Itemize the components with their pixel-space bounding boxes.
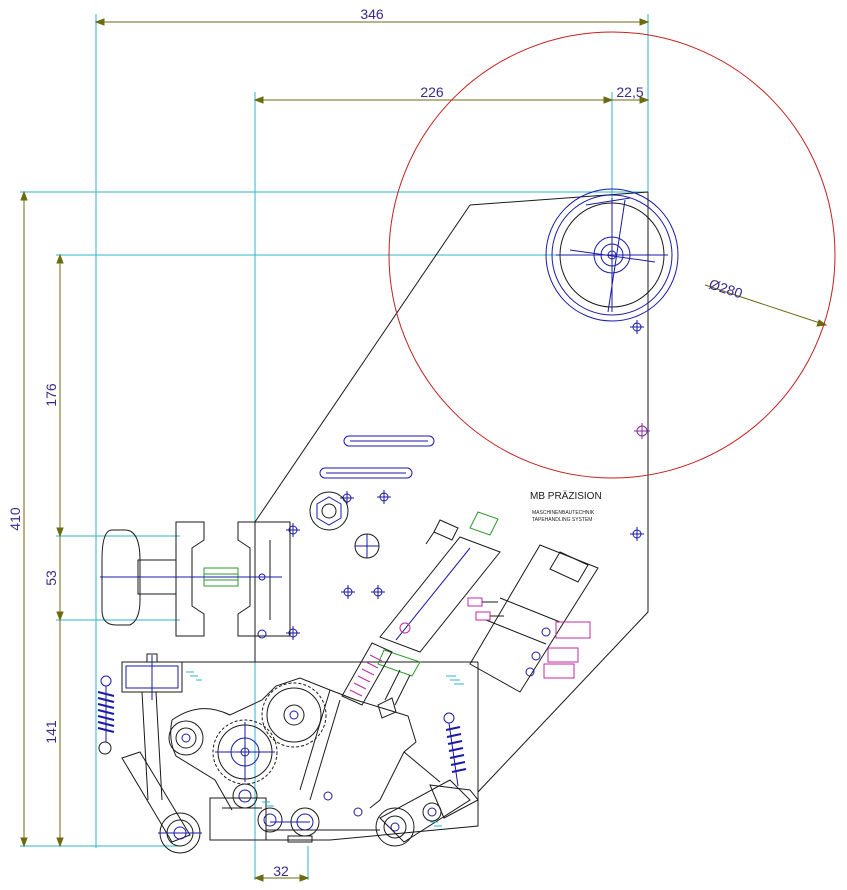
dim-roll-margin: 22,5 xyxy=(616,84,643,100)
nameplate-line2: TAPEHANDLING SYSTEM xyxy=(532,517,592,523)
nameplate-company: MB PRÄZISION xyxy=(530,490,602,502)
dim-total-width: 346 xyxy=(360,6,384,22)
dim-upper-height: 176 xyxy=(43,383,59,407)
gear-housing xyxy=(170,677,441,811)
hatching-marks xyxy=(186,671,464,827)
left-spring xyxy=(97,675,115,742)
extension-lines xyxy=(20,14,649,880)
tape-roll-circle xyxy=(388,31,836,479)
clamping-handle xyxy=(100,521,291,637)
dim-lower-height: 141 xyxy=(43,720,59,744)
upper-spring xyxy=(341,642,393,706)
dim-roll-diameter: Ø280 xyxy=(707,276,745,302)
guide-nut xyxy=(309,491,349,531)
nameplate-line1: MASCHINENBAUTECHNIK xyxy=(532,510,595,516)
dim-total-height: 410 xyxy=(7,507,23,531)
dancer-arm xyxy=(98,653,202,854)
dim-roll-offset: 226 xyxy=(420,84,444,100)
dim-handle-height: 53 xyxy=(43,570,59,586)
adjustment-slots xyxy=(319,435,435,479)
sprocket-gears xyxy=(212,682,327,785)
base-plate xyxy=(122,191,649,841)
dimension-lines xyxy=(20,18,828,882)
plate-markers xyxy=(257,320,650,640)
right-arm xyxy=(379,779,479,843)
valve-block xyxy=(467,544,599,693)
roll-hub xyxy=(545,188,679,322)
right-spring xyxy=(443,712,467,787)
dim-bottom-width: 32 xyxy=(273,863,289,879)
pneumatic-cylinder xyxy=(377,511,501,706)
bottom-frame xyxy=(209,797,380,843)
